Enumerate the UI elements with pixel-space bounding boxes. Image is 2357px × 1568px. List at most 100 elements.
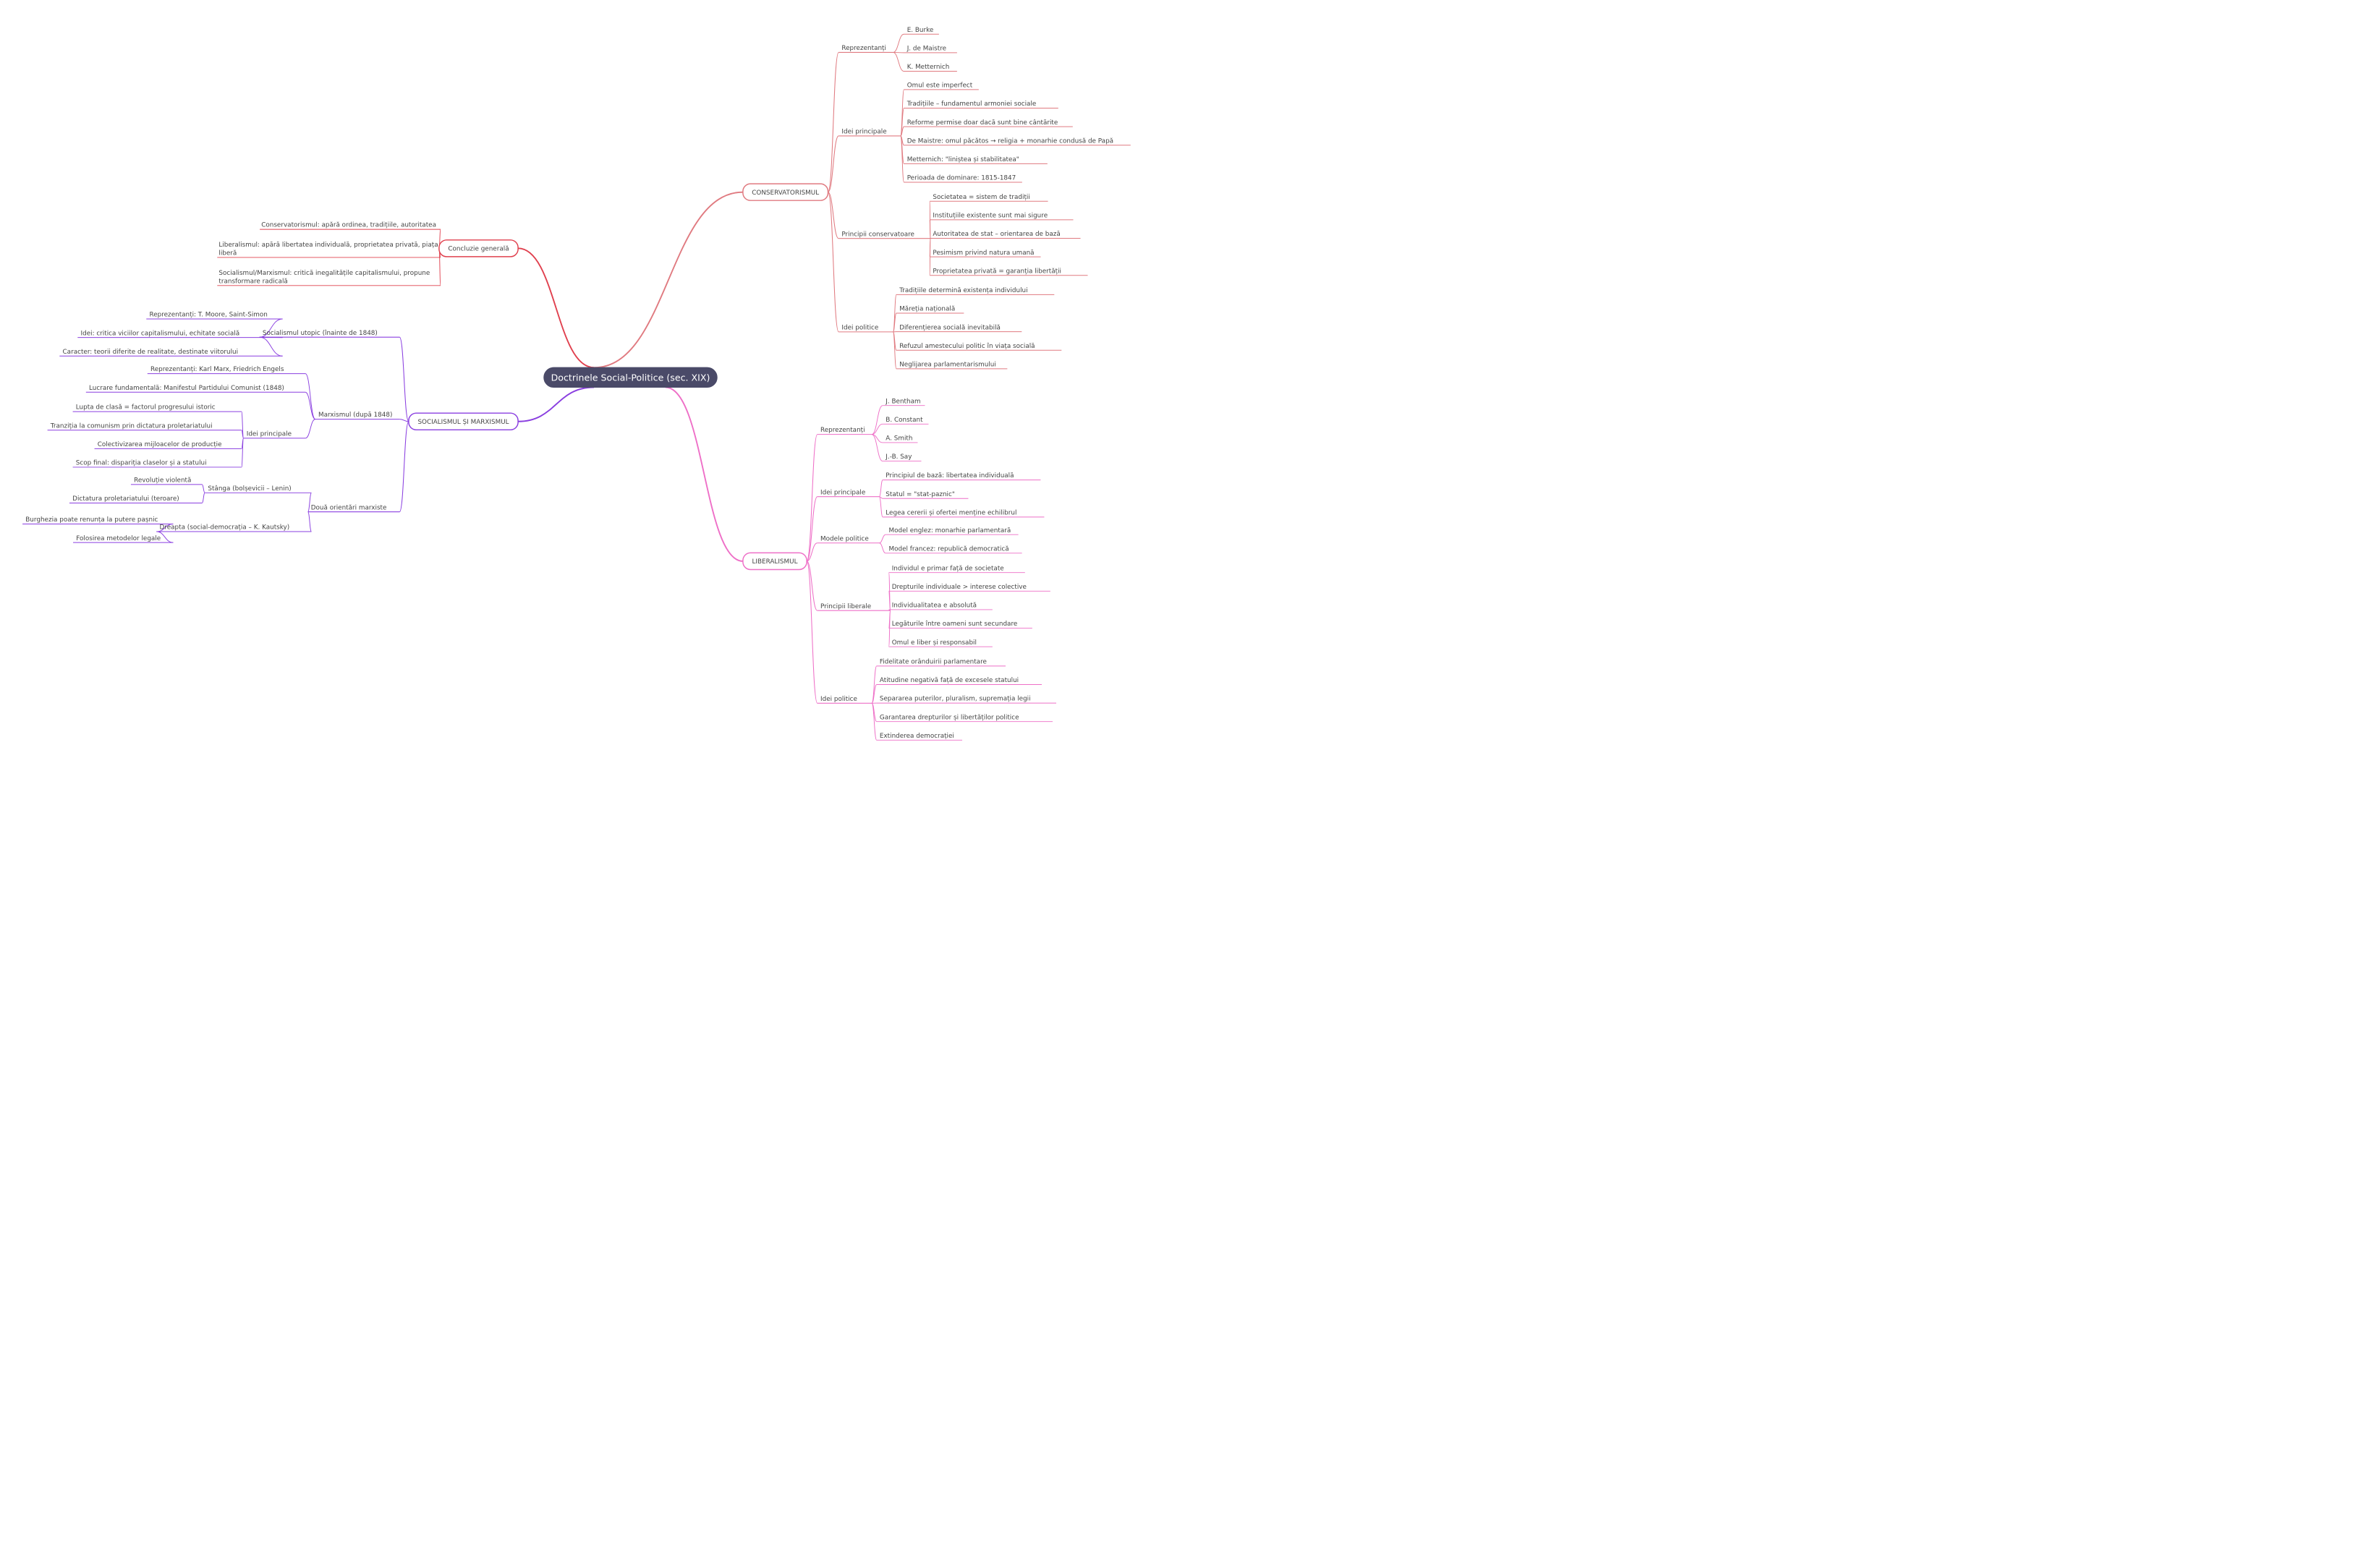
socialism-orientation-right-item-label: Folosirea metodelor legale <box>76 535 161 542</box>
socialism-orientations-connector <box>399 421 409 513</box>
liberalism-connector-item <box>879 542 886 554</box>
liberalism-node-label: LIBERALISMUL <box>752 558 798 566</box>
liberalism-connector-item <box>888 590 891 611</box>
liberalism-item-label: Individul e primar față de societate <box>892 565 1004 572</box>
liberalism-item-label: Individualitatea e absolută <box>892 602 977 610</box>
conservatorism-item-label: Neglijarea parlamentarismului <box>899 362 996 369</box>
conservatorism-connector-group <box>827 192 839 239</box>
conservatorism-connector-item <box>893 331 897 370</box>
liberalism-item-label: J. Bentham <box>885 398 920 405</box>
conservatorism-connector-item <box>893 33 904 53</box>
liberalism-connector-group <box>806 434 818 562</box>
liberalism-item-label: Legăturile între oameni sunt secundare <box>892 621 1018 628</box>
liberalism-group-label: Idei principale <box>820 489 865 496</box>
conservatorism-item-label: Autoritatea de stat – orientarea de bază <box>933 231 1060 238</box>
conservatorism-item-label: De Maistre: omul păcătos → religia + mon… <box>907 137 1113 145</box>
liberalism-group-label: Modele politice <box>820 535 869 542</box>
liberalism-item-label: Model francez: republică democratică <box>889 545 1009 553</box>
connector-conservatorism <box>594 191 743 369</box>
socialism-orientation-right-label: Dreapta (social-democrația – K. Kautsky) <box>160 524 290 532</box>
conservatorism-group-label: Idei principale <box>841 129 886 136</box>
conservatorism-connector-group <box>827 51 839 193</box>
root-node[interactable] <box>543 367 718 388</box>
socialism-marxism-connector <box>399 419 409 422</box>
liberalism-connector-item <box>879 534 886 544</box>
conservatorism-item-label: Instituțiile existente sunt mai sigure <box>933 213 1048 220</box>
socialism-utopic-item-label: Caracter: teorii diferite de realitate, … <box>63 349 239 356</box>
connector-liberalism <box>665 386 743 562</box>
liberalism-connector-group <box>806 542 817 562</box>
conservatorism-item-label: Societatea = sistem de tradiții <box>933 194 1029 201</box>
conclusion-item-label: Socialismul/Marxismul: critică inegalită… <box>218 270 430 285</box>
conservatorism-connector-item <box>900 126 904 137</box>
conservatorism-group-label: Reprezentanți <box>841 45 886 52</box>
socialism-marxism-item-connector <box>305 391 316 420</box>
liberalism-item-label: Model englez: monarhie parlamentară <box>889 527 1011 534</box>
socialism-orientation-left-item-label: Dictatura proletariatului (teroare) <box>72 495 179 503</box>
socialism-utopic-item-label: Reprezentanți: T. Moore, Saint-Simon <box>149 312 267 319</box>
socialism-ideas-item-label: Scop final: dispariția claselor și a sta… <box>76 460 207 467</box>
conservatorism-connector-item <box>893 51 904 72</box>
liberalism-connector-group <box>806 561 818 611</box>
conservatorism-item-label: J. de Maistre <box>906 46 946 53</box>
conclusion-item-label: Liberalismul: apără libertatea individua… <box>218 242 438 257</box>
liberalism-connector-item <box>871 423 883 435</box>
socialism-ideas-connector <box>305 419 316 439</box>
socialism-ideas-item-label: Lupta de clasă = factorul progresului is… <box>76 404 216 412</box>
liberalism-connector-item <box>878 480 883 498</box>
socialism-marxism-item-label: Lucrare fundamentală: Manifestul Partidu… <box>89 385 284 392</box>
conservatorism-item-label: Diferențierea socială inevitabilă <box>899 324 1001 331</box>
conservatorism-connector-item <box>893 312 897 333</box>
socialism-orientations-label: Două orientări marxiste <box>311 504 387 511</box>
liberalism-item-label: J.-B. Say <box>885 453 912 461</box>
liberalism-item-label: A. Smith <box>886 435 912 443</box>
liberalism-item-label: Fidelitate orânduirii parlamentare <box>880 658 987 665</box>
liberalism-item-label: Principiul de bază: libertatea individua… <box>886 472 1014 480</box>
conservatorism-connector-group <box>827 135 839 193</box>
socialism-orientation-left-label: Stânga (bolșevicii – Lenin) <box>208 485 291 493</box>
liberalism-item-label: B. Constant <box>886 417 923 424</box>
socialism-ideas-label: Idei principale <box>247 430 292 438</box>
conservatorism-connector-item <box>900 108 904 137</box>
liberalism-node[interactable] <box>742 552 807 571</box>
connector-socialism <box>518 386 595 422</box>
socialism-utopic-item-connector <box>259 318 283 338</box>
conservatorism-item-label: Tradițiile determină existența individul… <box>899 287 1027 294</box>
liberalism-group-label: Principii liberale <box>820 603 871 610</box>
conservatorism-item-label: Măreția națională <box>899 306 955 313</box>
conservatorism-node[interactable] <box>742 183 829 201</box>
socialism-orientation-left-item-connector <box>201 484 205 493</box>
liberalism-item-label: Extinderea democrației <box>880 733 954 740</box>
liberalism-connector-item <box>871 405 883 435</box>
socialism-ideas-item-connector <box>241 438 244 468</box>
root-node-label: Doctrinele Social-Politice (sec. XIX) <box>551 372 710 383</box>
socialism-marxism-label: Marxismul (după 1848) <box>318 412 392 419</box>
liberalism-connector-item <box>871 702 878 741</box>
socialism-utopic-connector <box>399 336 409 422</box>
liberalism-connector-item <box>871 665 878 704</box>
conservatorism-item-label: Tradițiile – fundamentul armoniei social… <box>906 101 1037 108</box>
socialism-utopic-item-label: Idei: critica viciilor capitalismului, e… <box>81 330 240 337</box>
socialism-ideas-item-label: Tranziția la comunism prin dictatura pro… <box>50 422 213 430</box>
socialism-orientation-left-item-label: Revoluție violentă <box>134 477 191 485</box>
liberalism-connector-group <box>806 496 818 562</box>
liberalism-item-label: Separarea puterilor, pluralism, supremaț… <box>880 696 1031 703</box>
conclusion-node-label: Concluzie generală <box>448 246 509 253</box>
liberalism-group-label: Idei politice <box>820 696 857 703</box>
liberalism-connector-item <box>871 683 878 704</box>
conservatorism-group-label: Principii conservatoare <box>841 231 914 238</box>
conclusion-node[interactable] <box>438 239 519 257</box>
socialism-marxism-item-connector <box>305 373 316 420</box>
conservatorism-item-label: Pesimism privind natura umană <box>933 250 1034 257</box>
conservatorism-connector-item <box>893 294 897 333</box>
conservatorism-item-label: K. Metternich <box>907 64 950 71</box>
conservatorism-item-label: Proprietatea privată = garanția libertăț… <box>933 268 1061 275</box>
mind-map-nodes: Doctrinele Social-Politice (sec. XIX)CON… <box>25 27 1113 740</box>
socialism-orientation-right-connector <box>307 511 312 532</box>
socialism-node[interactable] <box>408 412 519 431</box>
conservatorism-connector-group <box>827 192 839 333</box>
socialism-ideas-item-label: Colectivizarea mijloacelor de producție <box>98 441 222 448</box>
liberalism-connector-item <box>871 434 883 462</box>
liberalism-item-label: Atitudine negativă față de excesele stat… <box>880 677 1019 684</box>
